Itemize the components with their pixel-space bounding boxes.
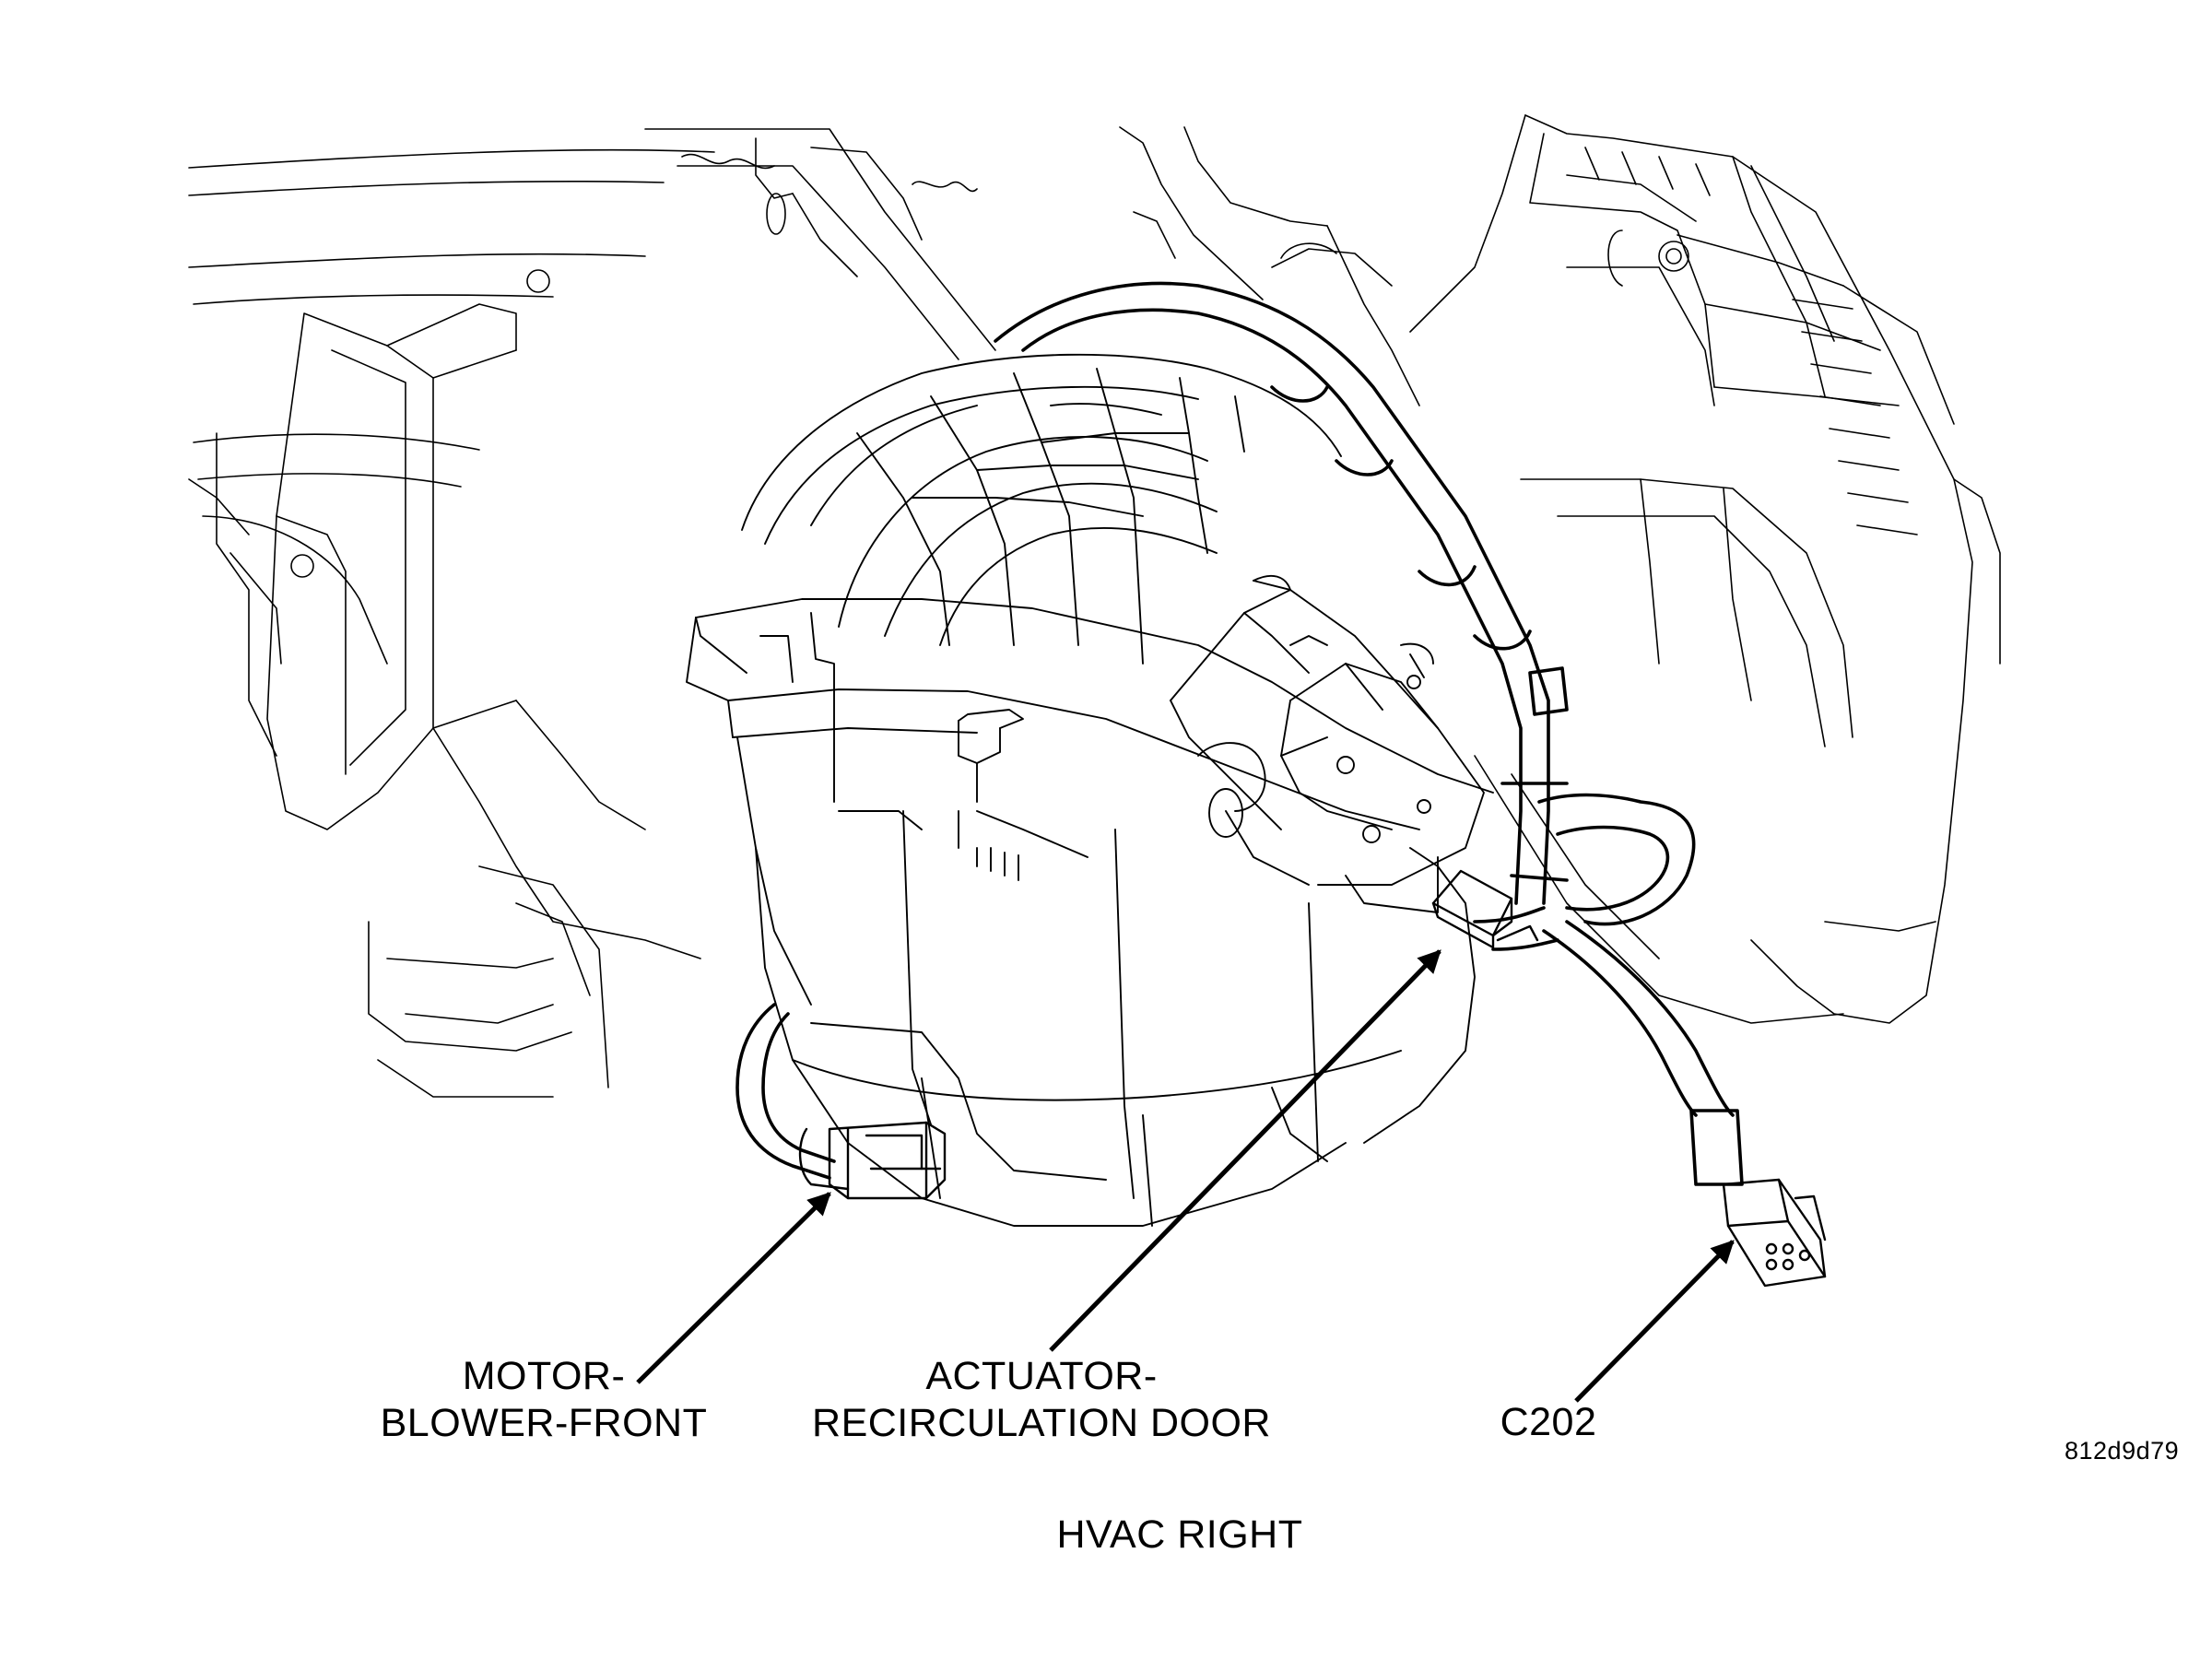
connectors — [798, 869, 1827, 1288]
actuator-label-line1: ACTUATOR- — [925, 1354, 1158, 1398]
c202-label: C202 — [1475, 1399, 1622, 1446]
blower-housing — [686, 353, 1494, 1227]
actuator-label-line2: RECIRCULATION DOOR — [812, 1401, 1271, 1445]
c202-connector — [1722, 1178, 1827, 1288]
hvac-housing-outline — [188, 114, 2001, 1098]
wiring-harness — [735, 281, 1744, 1186]
figure-caption: HVAC RIGHT — [1056, 1512, 1303, 1557]
recirculation-door-actuator — [1170, 574, 1485, 913]
c202-leader-arrow — [1574, 1240, 1735, 1403]
leader-arrows — [636, 949, 1735, 1403]
motor-blower-front-label: MOTOR- BLOWER-FRONT — [350, 1353, 737, 1447]
motor-label-line2: BLOWER-FRONT — [380, 1401, 708, 1445]
figure-id: 812d9d79 — [2065, 1437, 2180, 1465]
motor-label-line1: MOTOR- — [462, 1354, 626, 1398]
blower-motor-connector — [798, 1121, 947, 1200]
c202-label-text: C202 — [1500, 1400, 1597, 1444]
actuator-recirculation-door-label: ACTUATOR- RECIRCULATION DOOR — [783, 1353, 1300, 1447]
actuator-connector — [1431, 869, 1539, 949]
motor-leader-arrow — [636, 1192, 831, 1384]
actuator-leader-arrow — [1049, 949, 1441, 1352]
